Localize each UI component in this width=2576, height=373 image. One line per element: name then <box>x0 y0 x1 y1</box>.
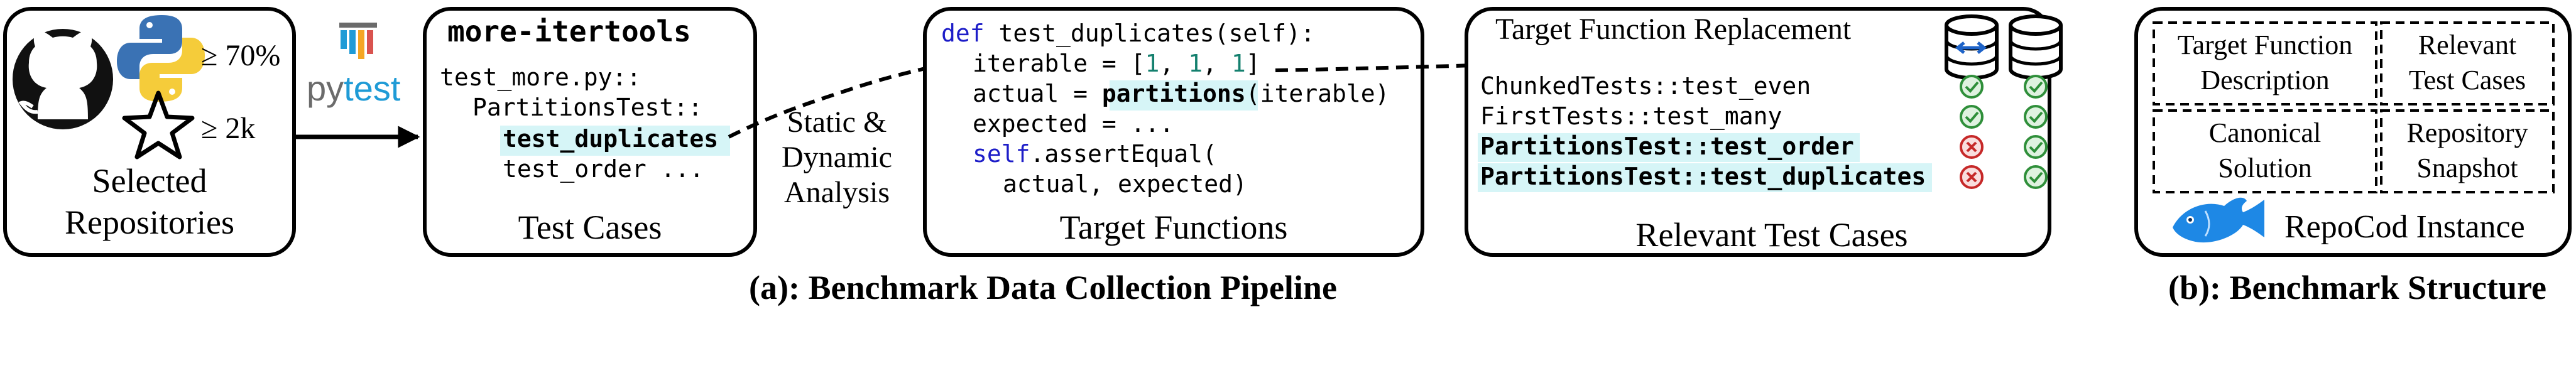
code-line-def: def test_duplicates(self): <box>941 19 1315 48</box>
target-functions-box: def test_duplicates(self): iterable = [1… <box>923 7 1424 257</box>
cell-text: Description <box>2200 65 2329 95</box>
cell-relevant-test-cases <box>2380 21 2555 105</box>
check-circle-icon <box>1960 105 1984 129</box>
relevant-test-row: PartitionsTest::test_duplicates <box>1478 163 2048 192</box>
partitions-highlight <box>1110 80 1258 111</box>
test-order-line: test_order ... <box>503 155 704 183</box>
database-icon <box>2009 14 2063 80</box>
test-file-line: test_more.py:: <box>440 63 641 92</box>
fish-icon <box>2173 197 2264 243</box>
cross-circle-icon <box>1960 165 1984 189</box>
check-circle-icon <box>2024 165 2048 189</box>
test-name-highlight <box>1478 163 1932 192</box>
star-icon <box>122 90 195 159</box>
selected-repositories-box: ≥ 70% ≥ 2k Selected Repositories <box>3 7 296 257</box>
python-icon <box>117 15 205 102</box>
repositories-label-line2: Repositories <box>65 203 234 241</box>
repositories-label-line1: Selected <box>92 162 207 200</box>
relevant-test-name: PartitionsTest::test_order <box>1480 132 1854 160</box>
relevant-test-cases-box: Target Function Replacement ChunkedTests… <box>1465 7 2063 257</box>
test-class-line: PartitionsTest:: <box>472 94 702 121</box>
test-cases-box: more-itertools test_more.py:: Partitions… <box>423 7 757 257</box>
cell-text: Relevant <box>2418 30 2516 60</box>
python-percentage-stat: ≥ 70% <box>201 39 280 72</box>
analysis-label-line3: Analysis <box>784 176 890 209</box>
cross-circle-icon <box>1960 135 1984 159</box>
relevant-test-rows: ChunkedTests::test_evenFirstTests::test_… <box>1478 72 2048 192</box>
cell-canonical-solution <box>2153 109 2377 193</box>
relevant-test-cases-caption: Relevant Test Cases <box>1635 216 1907 254</box>
relevant-test-row: PartitionsTest::test_order <box>1478 132 2048 162</box>
relevant-test-name: FirstTests::test_many <box>1480 102 1782 131</box>
analysis-label-line1: Static & <box>787 105 887 139</box>
replacement-header: Target Function Replacement <box>1495 13 1852 46</box>
test-cases-caption: Test Cases <box>518 208 662 246</box>
check-circle-icon <box>1960 75 1984 99</box>
repocod-instance-caption: RepoCod Instance <box>2284 209 2525 245</box>
cell-text: Test Cases <box>2409 65 2526 95</box>
pytest-logo-text: pytest <box>307 68 401 108</box>
relevant-test-name: ChunkedTests::test_even <box>1480 72 1811 100</box>
code-line-expected: expected = ... <box>973 110 1174 138</box>
check-circle-icon <box>2024 135 2048 159</box>
cell-text: Repository <box>2406 117 2528 148</box>
caption-structure: (b): Benchmark Structure <box>2168 269 2546 306</box>
cell-target-function-description <box>2153 21 2377 105</box>
analysis-label-line2: Dynamic <box>782 141 892 174</box>
target-functions-caption: Target Functions <box>1060 208 1288 246</box>
cell-text: Solution <box>2218 153 2311 183</box>
code-line-actual: actual = partitions(iterable) <box>973 80 1389 107</box>
test-name-highlight <box>1478 133 1860 162</box>
repocod-instance-box: Target Function Description Relevant Tes… <box>2134 7 2572 257</box>
check-circle-icon <box>2024 105 2048 129</box>
test-duplicates-line: test_duplicates <box>503 125 718 153</box>
relevant-test-row: ChunkedTests::test_even <box>1480 72 2048 100</box>
code-line-iterable: iterable = [1, 1, 1] <box>973 50 1260 77</box>
cell-text: Canonical <box>2209 117 2321 148</box>
cell-repository-snapshot <box>2380 109 2555 193</box>
test-duplicates-highlight <box>500 126 730 156</box>
code-line-assert: self.assertEqual( <box>973 140 1217 168</box>
pytest-icon <box>339 23 377 59</box>
cell-text: Snapshot <box>2416 153 2518 183</box>
github-icon <box>13 29 113 129</box>
relevant-test-row: FirstTests::test_many <box>1480 102 2048 131</box>
caption-pipeline: (a): Benchmark Data Collection Pipeline <box>749 269 1337 306</box>
check-circle-icon <box>2024 75 2048 99</box>
star-count-stat: ≥ 2k <box>201 112 255 145</box>
repo-name-title: more-itertools <box>447 14 691 48</box>
replace-database-icon <box>1945 14 1999 80</box>
relevant-test-name: PartitionsTest::test_duplicates <box>1480 163 1926 190</box>
code-line-assert-args: actual, expected) <box>1003 170 1247 198</box>
cell-text: Target Function <box>2178 30 2352 60</box>
